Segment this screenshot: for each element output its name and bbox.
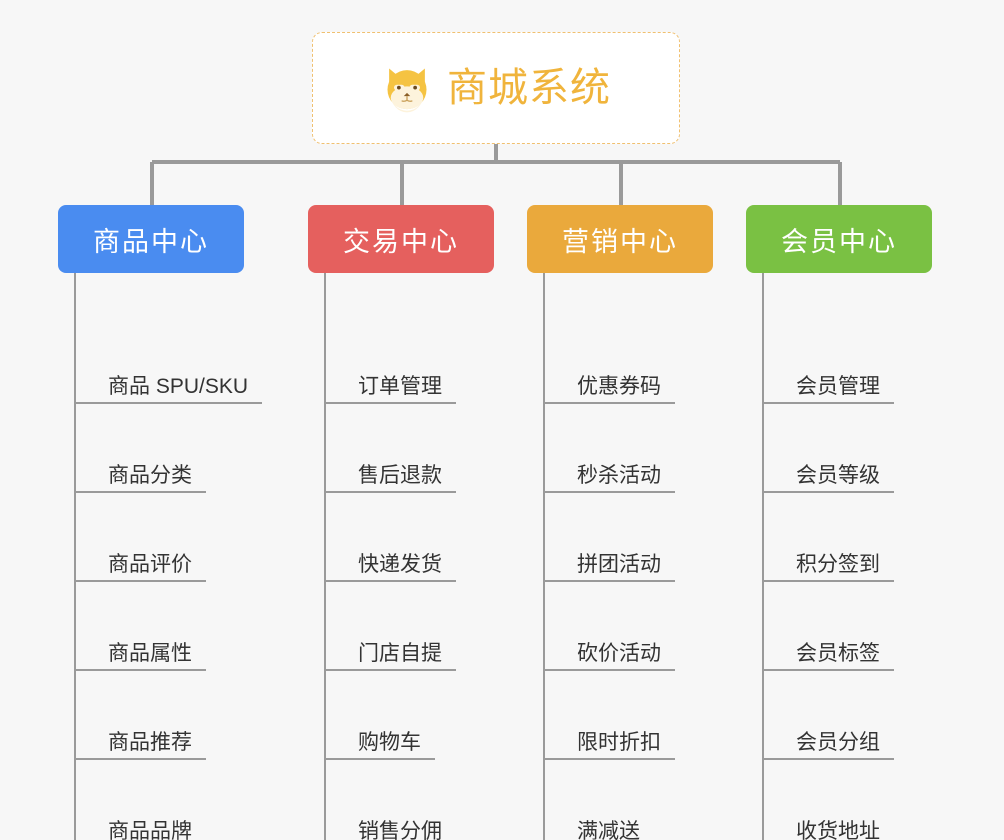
list-item[interactable]: 满减送 <box>545 760 713 840</box>
category-label: 营销中心 <box>562 226 678 257</box>
leaf-label: 优惠券码 <box>577 374 661 398</box>
leaf-underline <box>545 580 675 582</box>
leaf-label: 商品品牌 <box>108 819 192 840</box>
leaf-underline <box>326 402 456 404</box>
leaf-label: 砍价活动 <box>577 641 661 665</box>
list-item[interactable]: 商品评价 <box>76 493 244 582</box>
leaf-label: 快递发货 <box>358 552 442 576</box>
list-item[interactable]: 积分签到 <box>764 493 932 582</box>
leaf-label: 拼团活动 <box>577 552 661 576</box>
list-item[interactable]: 会员分组 <box>764 671 932 760</box>
list-item[interactable]: 优惠券码 <box>545 315 713 404</box>
category-label: 商品中心 <box>93 226 209 257</box>
leaf-label: 商品评价 <box>108 552 192 576</box>
list-item[interactable]: 销售分佣 <box>326 760 494 840</box>
list-item[interactable]: 购物车 <box>326 671 494 760</box>
category-header-product-center[interactable]: 商品中心 <box>58 205 244 273</box>
column-member-center: 会员中心 会员管理 会员等级 积分签到 会员标签 会员分组 <box>746 205 932 840</box>
shiba-dog-face-icon <box>387 68 427 113</box>
list-item[interactable]: 商品分类 <box>76 404 244 493</box>
leaf-underline <box>764 758 894 760</box>
leaf-label: 满减送 <box>577 819 640 840</box>
leaf-label: 会员标签 <box>796 641 880 665</box>
leaf-label: 商品推荐 <box>108 730 192 754</box>
list-item[interactable]: 拼团活动 <box>545 493 713 582</box>
leaf-list: 商品 SPU/SKU 商品分类 商品评价 商品属性 商品推荐 商品品牌 <box>74 273 262 840</box>
category-header-member-center[interactable]: 会员中心 <box>746 205 932 273</box>
list-item[interactable]: 会员标签 <box>764 582 932 671</box>
leaf-underline <box>545 491 675 493</box>
leaf-label: 商品 SPU/SKU <box>108 374 249 398</box>
list-item[interactable]: 会员等级 <box>764 404 932 493</box>
leaf-underline <box>76 669 206 671</box>
category-label: 会员中心 <box>781 226 897 257</box>
list-item[interactable]: 砍价活动 <box>545 582 713 671</box>
leaf-underline <box>326 491 456 493</box>
list-item[interactable]: 收货地址 <box>764 760 932 840</box>
leaf-underline <box>545 402 675 404</box>
column-trade-center: 交易中心 订单管理 售后退款 快递发货 门店自提 购物车 <box>308 205 494 840</box>
category-header-marketing-center[interactable]: 营销中心 <box>527 205 713 273</box>
list-item[interactable]: 商品品牌 <box>76 760 244 840</box>
list-item[interactable]: 门店自提 <box>326 582 494 671</box>
leaf-underline <box>76 758 206 760</box>
leaf-label: 限时折扣 <box>577 730 661 754</box>
leaf-label: 商品属性 <box>108 641 192 665</box>
leaf-list: 会员管理 会员等级 积分签到 会员标签 会员分组 收货地址 <box>762 273 932 840</box>
leaf-underline <box>764 491 894 493</box>
leaf-underline <box>76 491 206 493</box>
list-item[interactable]: 会员管理 <box>764 315 932 404</box>
list-item[interactable]: 限时折扣 <box>545 671 713 760</box>
list-item[interactable]: 商品 SPU/SKU <box>76 315 262 404</box>
leaf-label: 会员管理 <box>796 374 880 398</box>
leaf-label: 积分签到 <box>796 552 880 576</box>
leaf-underline <box>545 758 675 760</box>
list-item[interactable]: 商品属性 <box>76 582 244 671</box>
column-marketing-center: 营销中心 优惠券码 秒杀活动 拼团活动 砍价活动 限时折扣 <box>527 205 713 840</box>
leaf-label: 商品分类 <box>108 463 192 487</box>
root-node[interactable]: 商城系统 <box>312 32 680 144</box>
root-title: 商城系统 <box>447 66 611 110</box>
list-item[interactable]: 快递发货 <box>326 493 494 582</box>
list-item[interactable]: 售后退款 <box>326 404 494 493</box>
leaf-label: 会员等级 <box>796 463 880 487</box>
leaf-underline <box>326 758 435 760</box>
leaf-underline <box>76 580 206 582</box>
category-header-trade-center[interactable]: 交易中心 <box>308 205 494 273</box>
leaf-underline <box>764 402 894 404</box>
list-item[interactable]: 订单管理 <box>326 315 494 404</box>
leaf-label: 收货地址 <box>796 819 880 840</box>
leaf-underline <box>764 580 894 582</box>
leaf-label: 会员分组 <box>796 730 880 754</box>
leaf-underline <box>326 669 456 671</box>
leaf-underline <box>545 669 675 671</box>
column-product-center: 商品中心 商品 SPU/SKU 商品分类 商品评价 商品属性 商品推荐 <box>58 205 262 840</box>
list-item[interactable]: 秒杀活动 <box>545 404 713 493</box>
leaf-list: 订单管理 售后退款 快递发货 门店自提 购物车 销售分佣 <box>324 273 494 840</box>
leaf-label: 购物车 <box>358 730 421 754</box>
leaf-underline <box>76 402 262 404</box>
leaf-label: 秒杀活动 <box>577 463 661 487</box>
leaf-underline <box>764 669 894 671</box>
leaf-underline <box>326 580 456 582</box>
list-item[interactable]: 商品推荐 <box>76 671 244 760</box>
category-label: 交易中心 <box>343 226 459 257</box>
leaf-label: 销售分佣 <box>358 819 442 840</box>
leaf-label: 售后退款 <box>358 463 442 487</box>
leaf-label: 门店自提 <box>358 641 442 665</box>
leaf-list: 优惠券码 秒杀活动 拼团活动 砍价活动 限时折扣 满减送 <box>543 273 713 840</box>
leaf-label: 订单管理 <box>358 374 442 398</box>
